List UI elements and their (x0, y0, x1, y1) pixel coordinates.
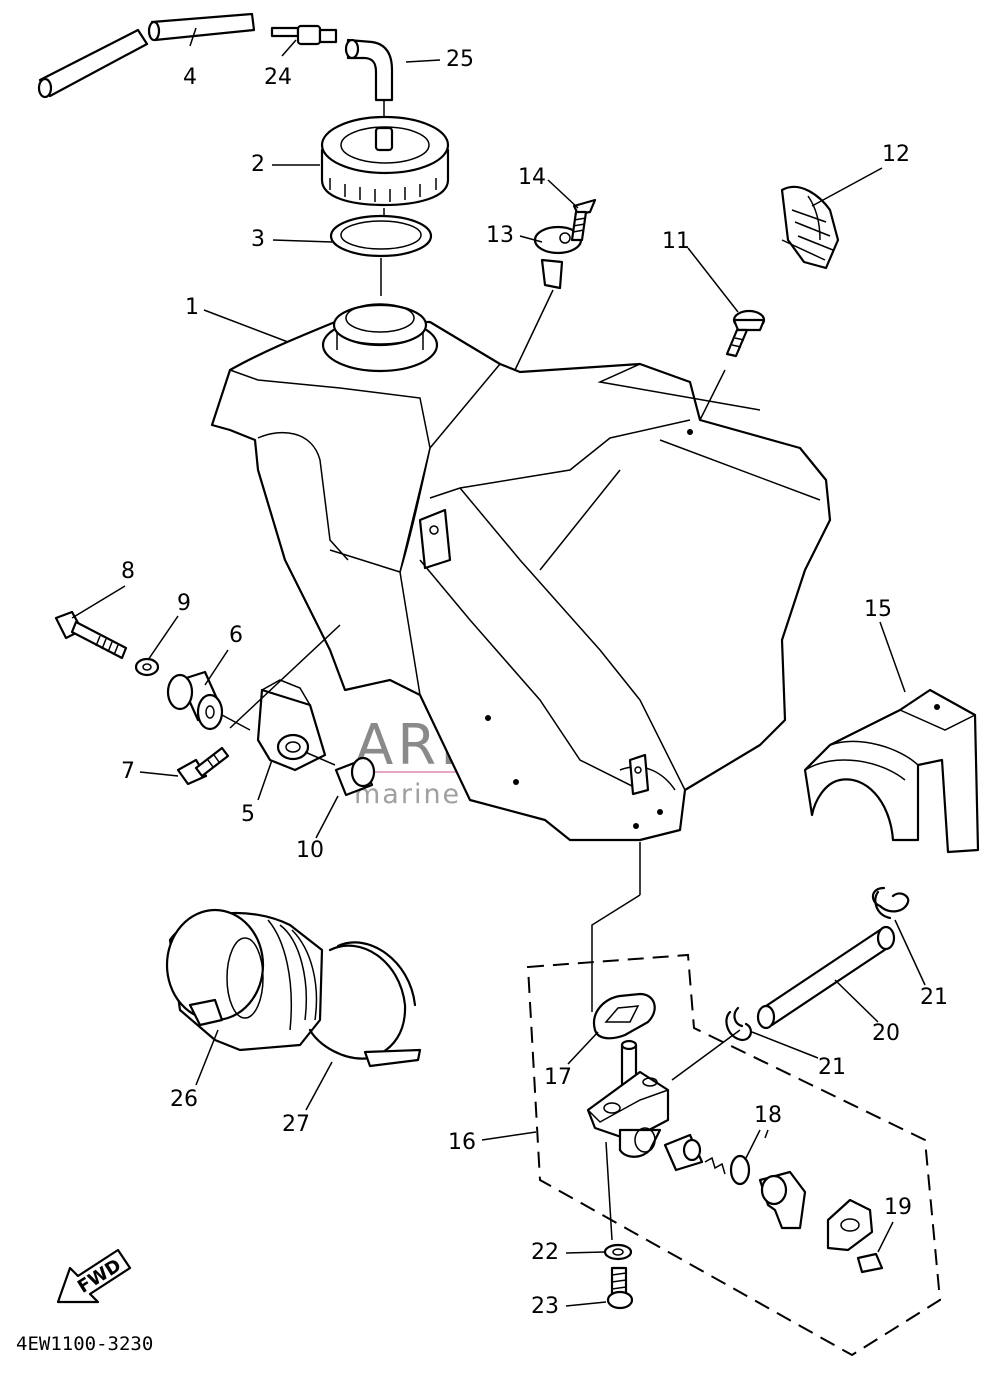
callout-25: 25 (446, 47, 474, 72)
fwd-arrow-icon: FWD (56, 1248, 132, 1304)
part-26-boot (165, 908, 324, 1052)
part-8-bolt (54, 610, 128, 660)
callout-6: 6 (229, 623, 243, 648)
callout-3: 3 (251, 227, 265, 252)
part-23-drain-screw (606, 1266, 634, 1310)
part-2-fuel-cap (320, 115, 450, 207)
part-21-hose-clip-upper (871, 886, 910, 920)
callout-18: 18 (754, 1103, 782, 1128)
callout-26: 26 (170, 1087, 198, 1112)
callout-22: 22 (531, 1240, 559, 1265)
part-25-elbow-hose (344, 38, 394, 102)
part-18-o-ring (729, 1154, 751, 1186)
part-4-breather-hose (37, 12, 256, 99)
callout-23: 23 (531, 1294, 559, 1319)
part-16-valve-internals (663, 1133, 807, 1230)
callout-10: 10 (296, 838, 324, 863)
callout-12: 12 (882, 142, 910, 167)
callout-5: 5 (241, 802, 255, 827)
callout-2: 2 (251, 152, 265, 177)
part-19-screw (826, 1198, 884, 1274)
part-3-cap-gasket (329, 214, 433, 258)
callout-16: 16 (448, 1130, 476, 1155)
part-code: 4EW1100-3230 (16, 1333, 153, 1355)
part-24-vent-fitting (270, 24, 338, 46)
callout-19: 19 (884, 1195, 912, 1220)
part-21-hose-clip-lower (725, 1006, 752, 1042)
callout-1: 1 (185, 295, 199, 320)
leader-lines (71, 27, 926, 1307)
part-16-assembly-outline (526, 953, 942, 1357)
part-27-clamp (308, 941, 422, 1068)
part-14-screw (570, 198, 597, 242)
part-11-bolt (725, 309, 766, 358)
part-9-washer (134, 657, 160, 677)
part-15-cover (803, 688, 980, 854)
callout-21-lower: 21 (818, 1055, 846, 1080)
part-12-band-clip (780, 185, 840, 270)
part-1-fuel-tank (210, 303, 832, 842)
callout-11: 11 (662, 229, 690, 254)
part-6-rubber-damper (166, 670, 224, 731)
callout-15: 15 (864, 597, 892, 622)
callout-20: 20 (872, 1021, 900, 1046)
callout-9: 9 (177, 591, 191, 616)
part-17-fuel-cock-gasket (592, 992, 656, 1040)
callouts: 4 24 25 2 3 1 14 13 11 12 15 8 9 6 7 5 1… (121, 47, 948, 1319)
callout-17: 17 (544, 1065, 572, 1090)
part-16-fuel-cock (586, 1039, 670, 1158)
callout-27: 27 (282, 1112, 310, 1137)
part-5-bracket (256, 679, 327, 772)
callout-8: 8 (121, 559, 135, 584)
callout-14: 14 (518, 165, 546, 190)
part-7-bolt (176, 746, 230, 786)
callout-7: 7 (121, 759, 135, 784)
callout-21-upper: 21 (920, 985, 948, 1010)
part-10-collar (334, 756, 376, 797)
callout-24: 24 (264, 65, 292, 90)
part-22-washer (603, 1243, 633, 1261)
callout-4: 4 (183, 65, 197, 90)
callout-13: 13 (486, 223, 514, 248)
part-20-fuel-hose (756, 925, 896, 1030)
